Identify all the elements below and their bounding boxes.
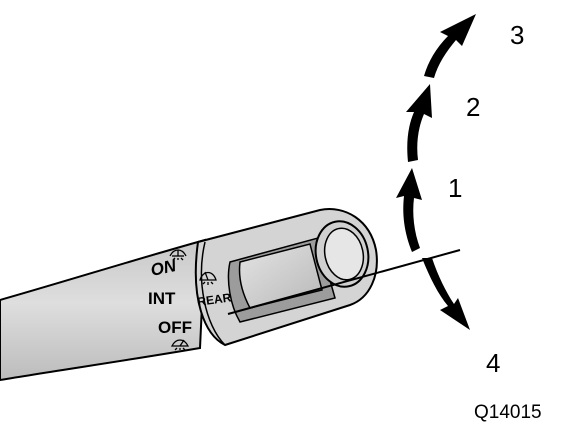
- reference-line: [227, 249, 461, 315]
- collar-inner-edge: [200, 241, 226, 346]
- washer-icon: [170, 339, 190, 351]
- label-rear: REAR: [196, 290, 232, 309]
- position-number-4: 4: [486, 348, 500, 378]
- wiper-washer-icon: [169, 249, 187, 261]
- label-off: OFF: [158, 318, 192, 337]
- arrow-position-1: [396, 168, 422, 252]
- figure-code: Q14015: [474, 402, 542, 423]
- position-number-3: 3: [510, 20, 524, 50]
- position-number-2: 2: [466, 92, 480, 122]
- stalk-end-cap-face: [323, 227, 365, 281]
- arrow-position-3: [424, 14, 476, 78]
- position-number-1: 1: [448, 173, 462, 203]
- label-int: INT: [148, 289, 176, 308]
- wiper-icon: [199, 271, 217, 285]
- stalk-body: [0, 238, 207, 382]
- arrow-position-4: [422, 258, 470, 330]
- arrow-position-2: [406, 84, 432, 162]
- rear-wiper-knob[interactable]: [238, 243, 323, 309]
